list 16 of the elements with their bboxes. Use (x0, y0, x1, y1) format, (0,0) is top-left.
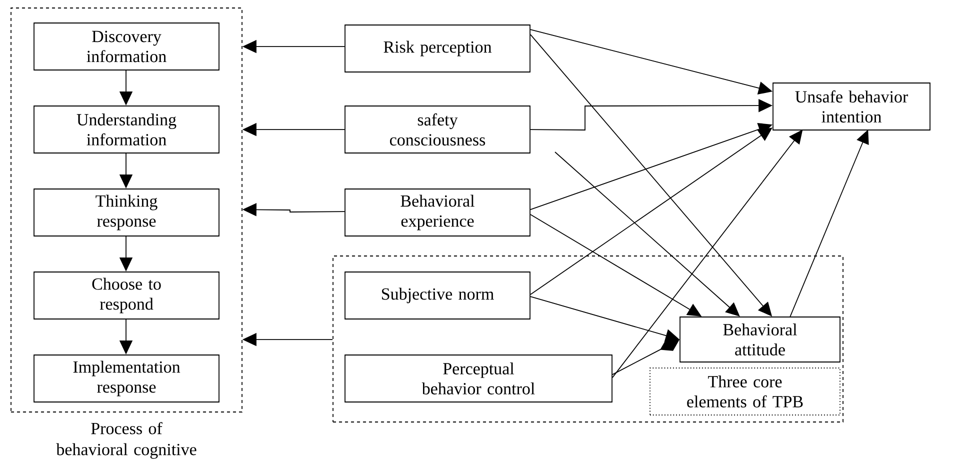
group-frame (332, 256, 844, 422)
process-box: Implementation response (34, 354, 220, 402)
process-box: Behavioral experience (344, 188, 530, 236)
process-box: Subjective norm (344, 272, 530, 320)
process-box: Discovery information (34, 22, 220, 70)
arrow (612, 130, 803, 378)
dotted-box: Three core elements of TPB (650, 368, 840, 416)
process-box: Behavioral attitude (680, 316, 840, 362)
process-box: Unsafe behavior intention (772, 82, 930, 130)
node-label: Process of behavioral cognitive (56, 422, 196, 459)
process-box: Risk perception (344, 24, 530, 72)
process-box: safety consciousness (344, 106, 530, 154)
process-box: Understanding information (34, 106, 220, 154)
process-box: Choose to respond (34, 272, 220, 320)
process-box: Perceptual behavior control (344, 354, 612, 402)
process-box: Thinking response (34, 188, 220, 236)
